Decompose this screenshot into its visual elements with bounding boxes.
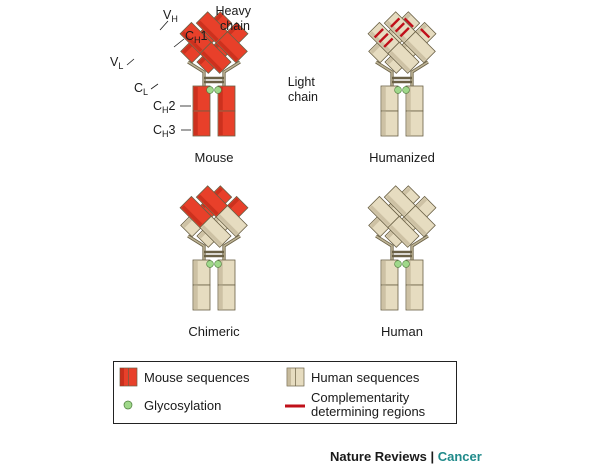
mouse-annotations: VH CH1 VL CL CH2 CH3 Heavy chain Light c… [110,4,318,139]
antibody-human: Human [367,185,437,339]
light-vl-right [195,185,229,218]
ch1-leader [173,38,185,48]
legend-glyco-label: Glycosylation [144,398,221,413]
light-vl-right [383,185,417,218]
footer-section: Cancer [438,449,482,464]
heavy-ch1-right [199,41,232,74]
footer-brand: Nature Reviews | Cancer [330,449,482,464]
ch3-right [217,284,236,311]
hinge [187,60,241,88]
ch3-left [192,110,211,137]
heavy-vh-right [179,195,212,229]
legend-human-label: Human sequences [311,370,420,385]
footer-journal: Nature Reviews [330,449,427,464]
ch2-right [405,85,424,112]
label-ch2: CH2 [153,99,176,115]
fc-stem [380,85,424,137]
legend: Mouse sequences Human sequences Glycosyl… [113,361,457,424]
vl-leader [126,58,135,66]
glyco-dot-left [206,86,214,94]
legend-mouse-swatch [119,367,138,387]
legend-cdr-label: Complementarity determining regions [311,390,426,419]
glyco-dot-right [402,86,410,94]
heavy-vh-right [179,21,212,55]
antibody-humanized: Humanized [367,11,437,165]
label-ch1: CH1 [185,29,208,45]
fc-stem [192,85,236,137]
ch3-right [217,110,236,137]
glyco-dot-left [206,260,214,268]
caption-human: Human [381,324,423,339]
glyco-dot-left [394,260,402,268]
ch3-right [405,110,424,137]
label-vl: VL [110,55,123,71]
light-cl-right [215,31,248,64]
fc-stem [380,259,424,311]
cl-leader [150,83,159,90]
heavy-vh-right [367,21,400,55]
glyco-dot-right [214,86,222,94]
legend-frame [113,361,457,424]
arm-right [179,11,248,74]
footer-separator: | [427,449,438,464]
label-cl: CL [134,81,148,97]
caption-humanized: Humanized [369,150,435,165]
glyco-dot-right [402,260,410,268]
arm-right [367,185,436,248]
fc-stem [192,259,236,311]
hinge [187,234,241,262]
legend-human-swatch [286,367,305,387]
caption-chimeric: Chimeric [188,324,240,339]
hinge [375,234,429,262]
legend-glyco-dot [123,400,133,410]
glyco-dot-right [214,260,222,268]
light-vl-right [195,11,229,44]
hinge [375,60,429,88]
label-vh: VH [163,8,178,24]
caption-mouse: Mouse [194,150,233,165]
ch3-left [380,284,399,311]
heavy-vh-right [367,195,400,229]
arm-right [367,11,436,74]
antibody-mouse: Mouse [179,11,249,165]
label-heavy-chain: Heavy chain [216,4,255,33]
legend-mouse-label: Mouse sequences [144,370,250,385]
ch3-left [380,110,399,137]
ch3-right [405,284,424,311]
light-vl-right [383,11,417,44]
label-light-chain: Light chain [288,75,319,104]
arm-right [179,185,248,248]
glyco-dot-left [394,86,402,94]
vh-leader [159,20,169,31]
ch3-left [192,284,211,311]
antibody-chimeric: Chimeric [179,185,249,339]
label-ch3: CH3 [153,123,176,139]
